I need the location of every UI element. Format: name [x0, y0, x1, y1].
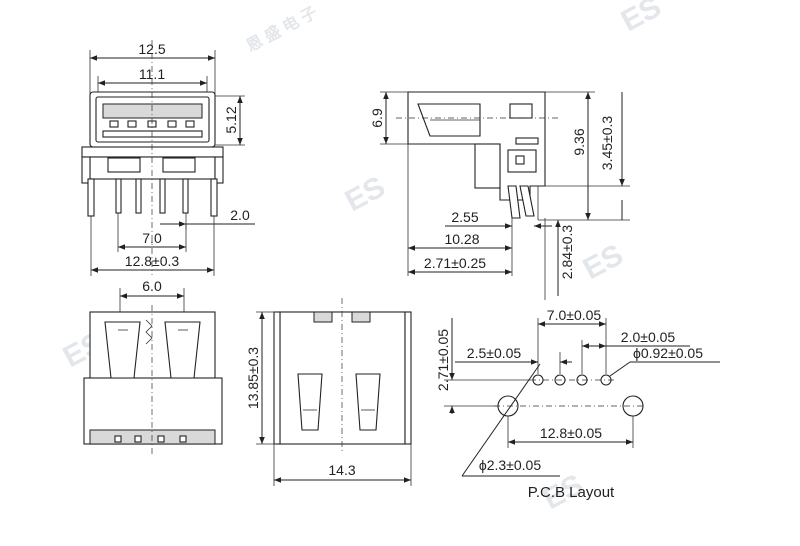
pcb-layout-caption: P.C.B Layout [528, 484, 615, 501]
dim-14-3: 14.3 [328, 462, 355, 478]
dim-2-55: 2.55 [451, 209, 478, 225]
dim-2-0: 2.0 [230, 207, 250, 223]
dim-2-71-pcb: 2.71±0.05 [435, 329, 451, 391]
top-view: 13.85±0.3 14.3 [245, 298, 412, 486]
front-view: 12.5 11.1 5.12 [81, 40, 255, 276]
dim-7-0-pcb: 7.0±0.05 [547, 307, 602, 323]
dim-10-28: 10.28 [444, 231, 479, 247]
dim-13-85: 13.85±0.3 [245, 347, 261, 409]
dim-6-9: 6.9 [369, 108, 385, 128]
watermark-text: 恩 盛 电 子 [243, 2, 320, 55]
pcb-layout: 7.0±0.05 2.0±0.05 2.5±0.05 ϕ0.92±0.05 2.… [435, 307, 720, 501]
watermark-logo: ES [616, 0, 667, 38]
dim-3-45: 3.45±0.3 [599, 116, 615, 171]
dim-hole-small: ϕ0.92±0.05 [633, 345, 703, 361]
dim-2-5-pcb: 2.5±0.05 [467, 345, 522, 361]
dim-2-71-side: 2.71±0.25 [424, 255, 486, 271]
dim-9-36: 9.36 [571, 128, 587, 155]
watermark-logo: ES [340, 170, 391, 218]
bottom-view: 6.0 [83, 278, 223, 455]
dim-2-0-pcb: 2.0±0.05 [621, 329, 676, 345]
dim-12-8: 12.8±0.3 [125, 253, 180, 269]
watermark-logo: ES [578, 238, 629, 286]
dim-hole-large: ϕ2.3±0.05 [479, 457, 541, 473]
dim-6-0: 6.0 [142, 278, 162, 294]
dim-11-1: 11.1 [139, 66, 165, 82]
dim-12-8-pcb: 12.8±0.05 [540, 425, 602, 441]
side-view: 6.9 9.36 3.45±0.3 2.55 10.28 2.71±0.25 2… [369, 91, 630, 300]
dim-7-0: 7.0 [142, 230, 162, 246]
dim-2-84: 2.84±0.3 [559, 225, 575, 280]
dim-5-12: 5.12 [223, 106, 239, 133]
